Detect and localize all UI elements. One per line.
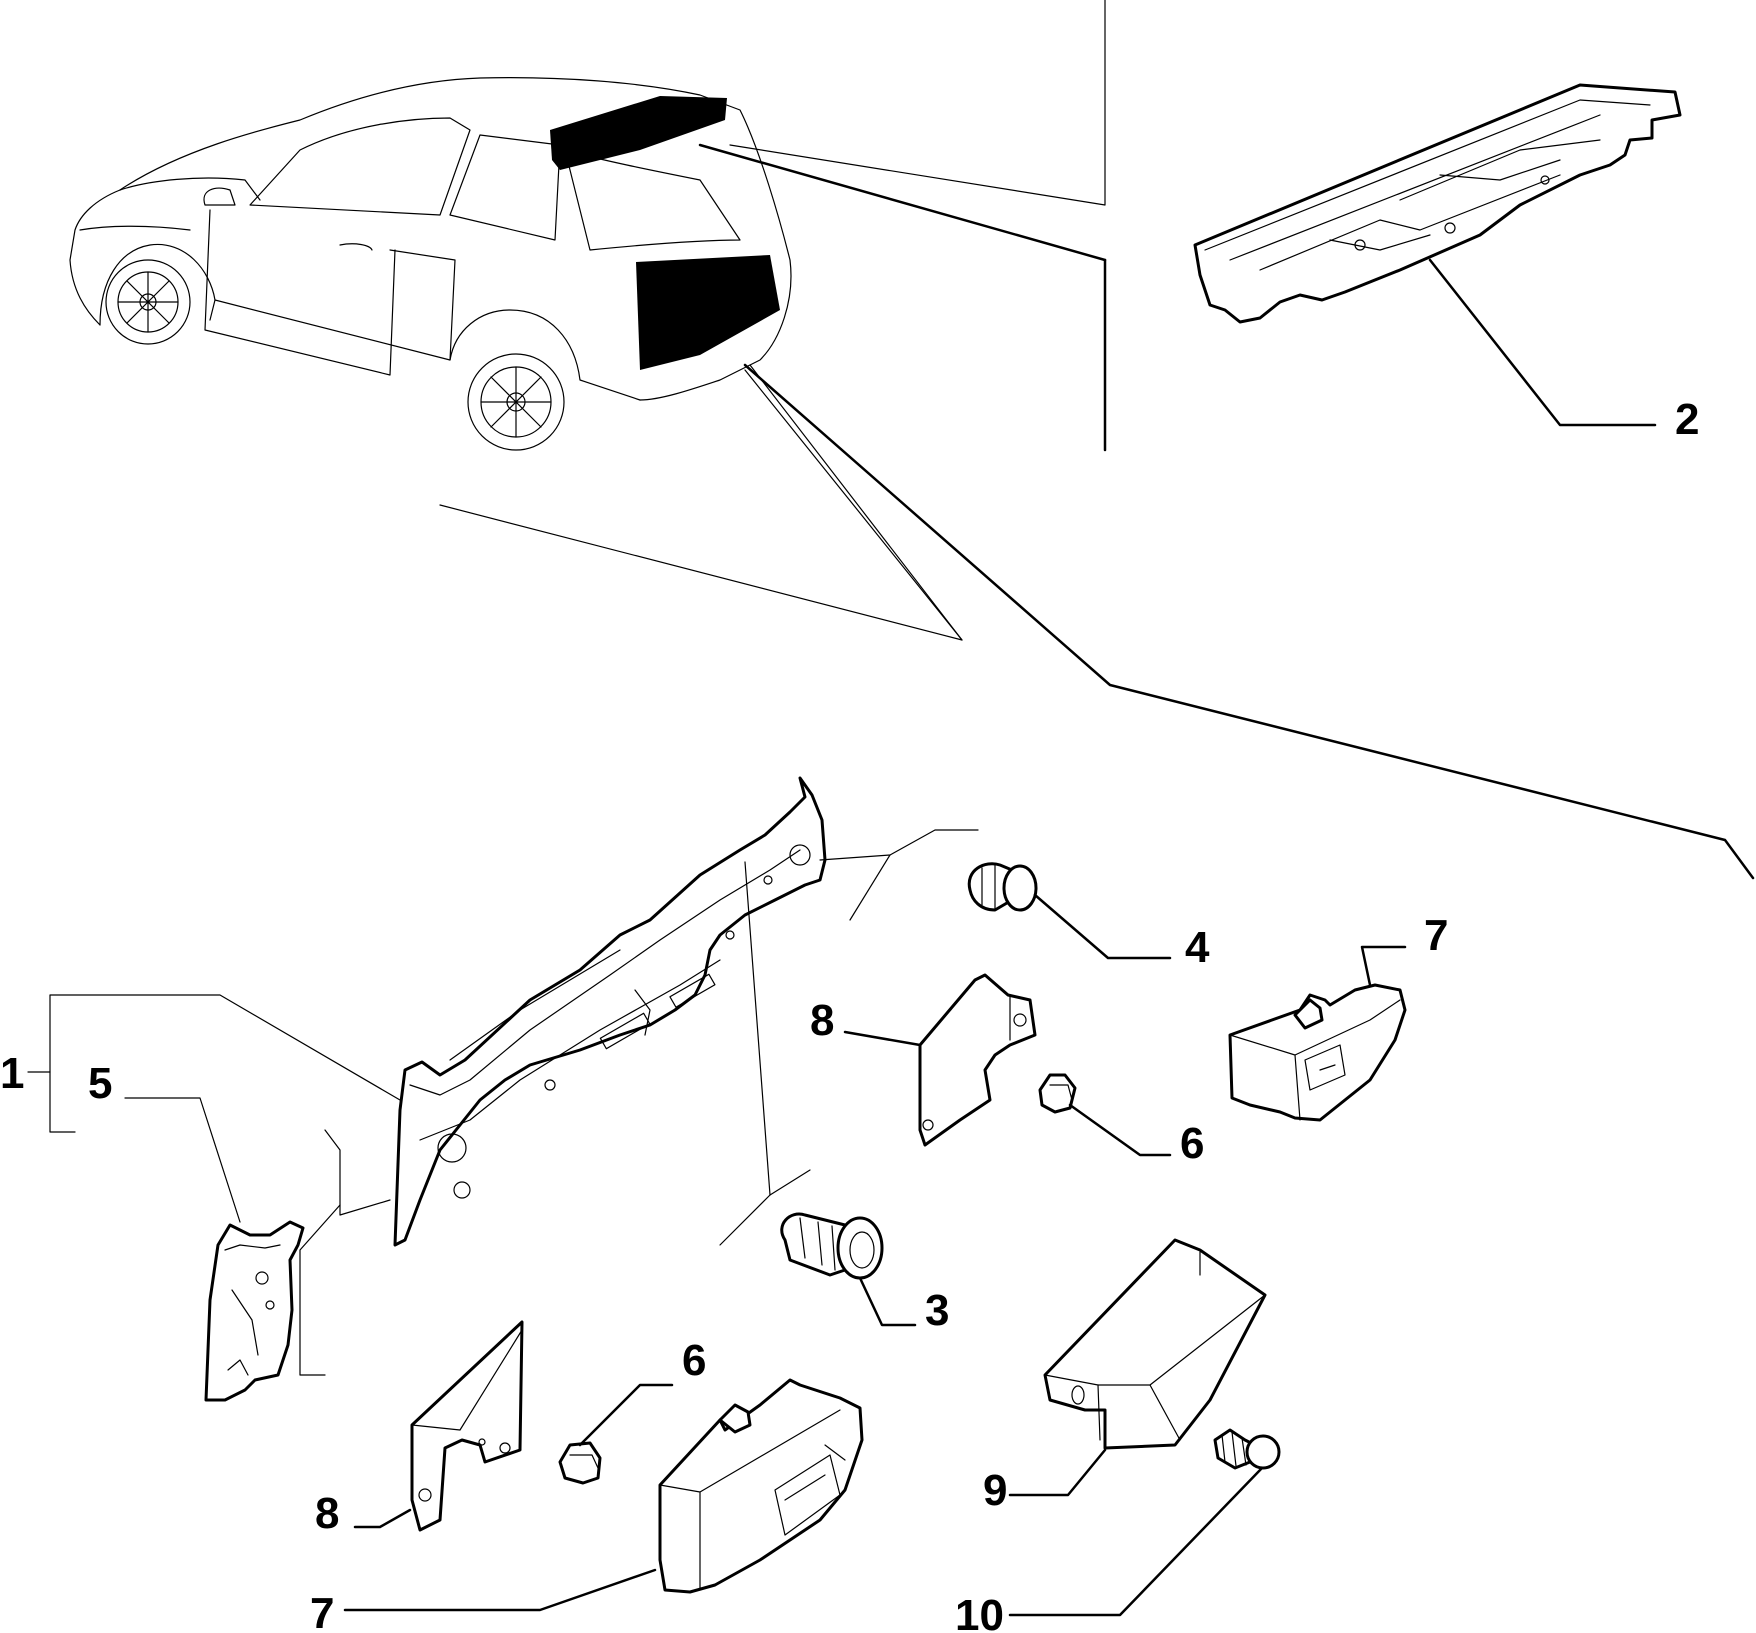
car-illustration: [69, 77, 792, 451]
callout-6-lower: 6: [682, 1336, 706, 1385]
part-9-block: [1008, 1238, 1267, 1497]
part-6-lower-nut: [558, 1383, 674, 1485]
roof-spoiler-highlight: [550, 96, 727, 170]
part-5-side-bracket: [124, 1097, 391, 1402]
part-1-rear-crossmember: [27, 776, 979, 1247]
callout-7-upper: 7: [1424, 911, 1448, 960]
callout-7-lower: 7: [310, 1589, 334, 1633]
callout-9: 9: [983, 1466, 1007, 1515]
part-3-bump-plug: [719, 861, 917, 1327]
callout-5: 5: [88, 1059, 112, 1108]
part-4-plug: [967, 862, 1172, 960]
part-10-screw: [1008, 1428, 1281, 1617]
callout-8-lower: 8: [315, 1489, 339, 1538]
part-8-lower-bracket: [353, 1320, 524, 1532]
part-7-lower-bumpstop: [343, 1378, 864, 1612]
part-7-upper-bumpstop: [1228, 945, 1407, 1122]
callout-3: 3: [925, 1286, 949, 1335]
callout-6-upper: 6: [1180, 1119, 1204, 1168]
leader-lines: [439, 0, 1755, 880]
callout-1: 1: [0, 1049, 24, 1098]
rear-crossmember-highlight: [636, 255, 780, 370]
part-6-upper-nut: [1038, 1073, 1172, 1157]
callout-10: 10: [955, 1591, 1004, 1633]
callout-8-upper: 8: [810, 996, 834, 1045]
callout-4: 4: [1185, 923, 1210, 972]
part-8-upper-bracket: [843, 973, 1037, 1147]
callout-2: 2: [1675, 395, 1699, 444]
callout-labels: 1 2 3 4 5 6 6 7 7 8 8 9 10: [0, 395, 1699, 1633]
part-2-upper-rail: [1193, 83, 1682, 427]
